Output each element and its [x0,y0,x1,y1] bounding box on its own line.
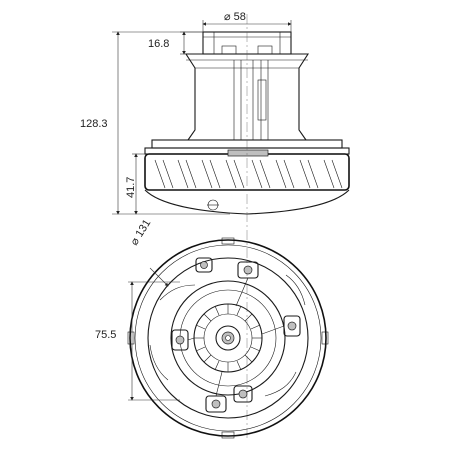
dim-mount-spacing: 75.5 [95,329,116,341]
top-dimensions: ⌀ 131 75.5 [95,217,180,401]
mount-boss-top [237,261,259,279]
dim-housing-diameter: ⌀ 131 [128,217,153,247]
dim-total-height: 128.3 [80,118,108,130]
brush-arms [149,274,306,397]
rim-tabs [127,237,329,439]
mount-boss-bottom-right [233,385,253,403]
dim-top-diameter: ⌀ 58 [224,11,246,23]
side-dimensions: ⌀ 58 16.8 128.3 41.7 [80,11,292,215]
mount-boss-top-left [195,257,213,273]
commutator [194,304,262,372]
shaft [215,325,241,351]
dim-cap-height: 16.8 [148,38,169,50]
dim-fan-height: 41.7 [125,177,137,198]
outer-housing [129,239,327,437]
top-view [127,237,329,439]
mount-boss-right [283,315,301,337]
mount-boss-bottom [205,395,227,413]
